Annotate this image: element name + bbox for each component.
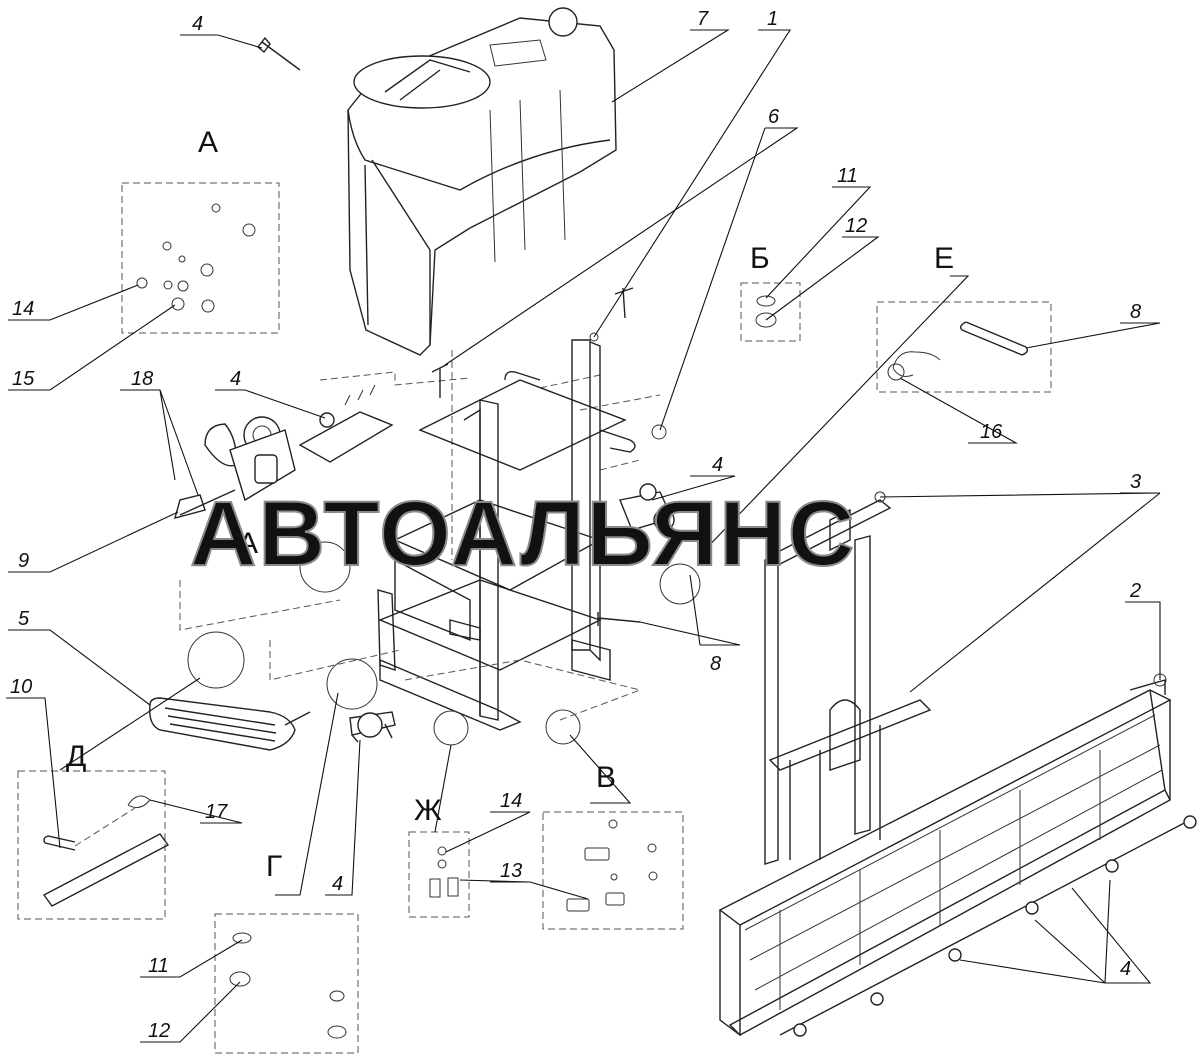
view-label-b: Б — [750, 242, 770, 275]
view-label-v: В — [596, 761, 616, 794]
callout-12-bottom: 12 — [148, 1020, 170, 1042]
callout-8-mid: 8 — [710, 653, 721, 675]
spray-boom — [718, 491, 1197, 1037]
callout-4-mid: 4 — [712, 454, 723, 476]
callout-2: 2 — [1129, 580, 1141, 602]
callout-10: 10 — [10, 676, 32, 698]
detail-box-a — [121, 182, 280, 334]
step-ladder — [149, 697, 311, 751]
main-frame — [377, 332, 636, 731]
detail-box-b — [740, 282, 801, 342]
callout-6: 6 — [768, 106, 780, 128]
view-label-d: Д — [66, 740, 86, 773]
callout-5: 5 — [18, 608, 30, 630]
detail-box-e — [876, 301, 1052, 393]
view-label-e: Е — [934, 242, 954, 275]
lower-valve — [349, 711, 396, 743]
callout-1: 1 — [767, 8, 778, 30]
callout-14-bottom: 14 — [500, 790, 522, 812]
pump-assembly — [173, 384, 394, 519]
detail-box-g — [214, 913, 359, 1054]
callout-4-top: 4 — [192, 13, 203, 35]
detail-box-d — [17, 770, 170, 920]
ball-valve — [619, 483, 675, 531]
callout-9: 9 — [18, 550, 29, 572]
callout-7: 7 — [697, 8, 709, 30]
callout-14-left: 14 — [12, 298, 34, 320]
callout-4-nozzles: 4 — [1120, 958, 1131, 980]
callout-4-bottom: 4 — [332, 873, 343, 895]
detail-box-v — [542, 811, 684, 930]
detail-box-zh — [408, 831, 470, 918]
callout-13: 13 — [500, 860, 522, 882]
view-label-a-top: А — [198, 126, 218, 159]
callout-8-right: 8 — [1130, 301, 1141, 323]
callout-16: 16 — [980, 421, 1003, 443]
callout-3: 3 — [1130, 471, 1141, 493]
callout-11-bottom: 11 — [148, 955, 169, 977]
view-label-zh: Ж — [414, 794, 442, 827]
callout-12-top: 12 — [845, 215, 867, 237]
callout-11-top: 11 — [837, 165, 858, 187]
watermark: АВТОАЛЬЯНС — [190, 483, 856, 585]
callout-18: 18 — [131, 368, 153, 390]
tank — [347, 7, 617, 356]
callout-15: 15 — [12, 368, 35, 390]
view-label-g: Г — [266, 850, 282, 883]
view-label-a-mid: А — [238, 527, 258, 560]
callout-17: 17 — [205, 801, 228, 823]
callout-4-valve: 4 — [230, 368, 241, 390]
leader-lines — [6, 29, 1161, 1043]
